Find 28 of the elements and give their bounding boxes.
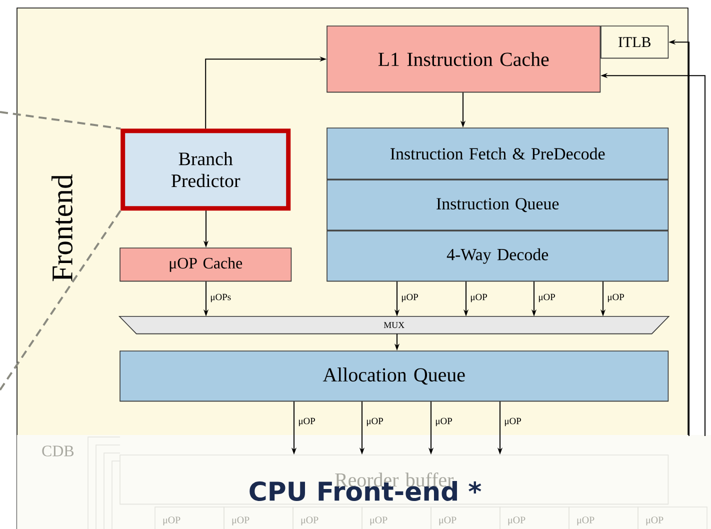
output-cell: μOP: [292, 506, 362, 529]
edge-label: μOP: [538, 294, 555, 302]
edge-label: μOP: [436, 418, 452, 426]
output-cell: μOP: [638, 506, 708, 529]
edge-label: μOPs: [210, 294, 231, 302]
zoom-line: [0, 210, 122, 391]
zoom-line: [0, 111, 121, 130]
edge-label: μOP: [402, 294, 418, 302]
cache-box: μOP Cache: [120, 248, 292, 282]
output-cell: μOP: [154, 506, 224, 529]
stage-box: 4-Way Decode: [326, 230, 669, 282]
edge-label: μOP: [504, 418, 521, 426]
output-cell: μOP: [430, 506, 500, 529]
tlb-box: ITLB: [600, 26, 669, 59]
edge-label: μOP: [366, 418, 383, 426]
cache-box: L1 Instruction Cache: [326, 26, 601, 93]
output-cell: μOP: [224, 506, 294, 529]
edge-label: μOP: [608, 294, 624, 302]
edge-label: μOP: [298, 418, 315, 426]
predictor-box: Branch Predictor: [120, 128, 291, 211]
edge-label: μOP: [470, 294, 487, 302]
stage-box: Instruction Queue: [326, 180, 669, 231]
output-cell: μOP: [568, 506, 638, 529]
bus-label: CDB: [42, 446, 74, 456]
output-cell: μOP: [500, 506, 570, 529]
queue-box: Allocation Queue: [120, 350, 669, 402]
stage-box: Instruction Fetch & PreDecode: [326, 128, 669, 180]
output-cell: μOP: [362, 506, 432, 529]
